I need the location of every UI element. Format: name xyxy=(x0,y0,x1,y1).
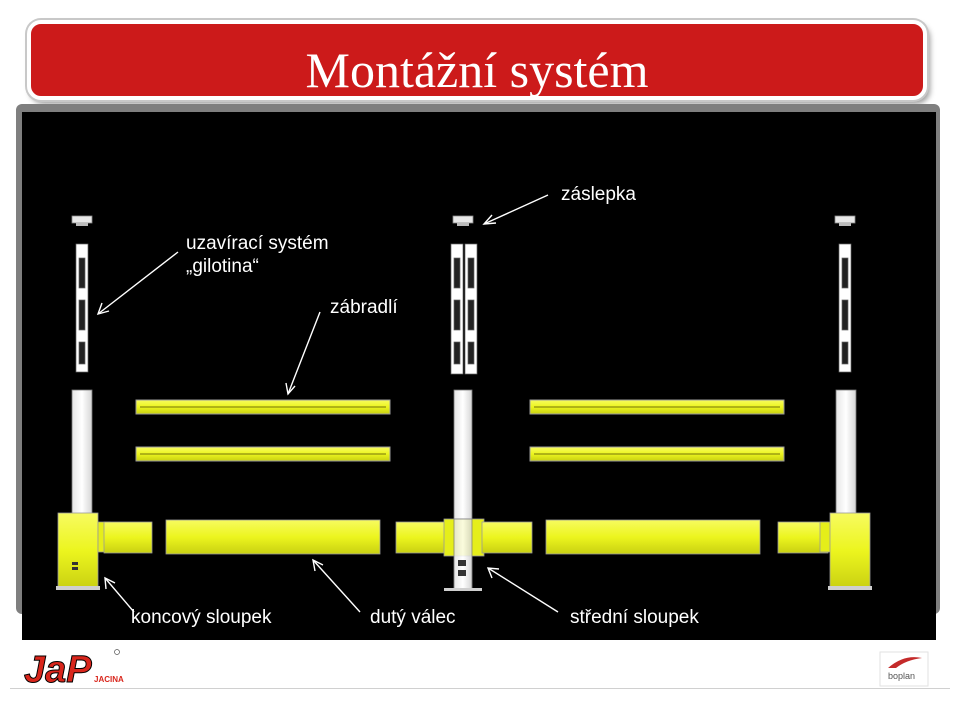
end-post-left-tube xyxy=(71,389,93,515)
handrail xyxy=(135,399,391,415)
cap-left xyxy=(71,215,93,226)
arrow-stredni xyxy=(487,567,559,613)
label-stredni-sloupek: střední sloupek xyxy=(570,607,699,628)
end-post-right xyxy=(819,512,872,590)
footer-divider xyxy=(10,688,950,689)
label-koncovy-sloupek: koncový sloupek xyxy=(131,607,272,628)
svg-text:JACINA: JACINA xyxy=(94,675,124,684)
label-gilotina-line1: uzavírací systém xyxy=(186,233,329,254)
guillotine-left xyxy=(75,243,89,373)
label-duty-valec: dutý válec xyxy=(370,607,456,628)
end-post-left xyxy=(56,512,111,590)
page-title: Montážní systém xyxy=(305,42,649,98)
arrow-zabradli xyxy=(287,311,321,395)
handrail xyxy=(529,399,785,415)
svg-text:JaP: JaP xyxy=(24,649,92,691)
pointer-arrows xyxy=(96,194,559,613)
guillotine-right xyxy=(838,243,852,373)
label-gilotina-line2: „gilotina“ xyxy=(186,256,259,277)
arrow-duty xyxy=(312,559,361,613)
jap-logo: JaP JACINA xyxy=(24,649,125,692)
cap-right xyxy=(834,215,856,226)
handrail xyxy=(135,446,391,462)
hollow-cylinder xyxy=(165,519,381,555)
arrow-gilotina xyxy=(97,251,179,315)
arrow-koncovy xyxy=(104,577,135,613)
middle-post xyxy=(395,518,533,591)
label-zabradli: zábradlí xyxy=(330,297,398,318)
svg-text:boplan: boplan xyxy=(888,671,915,681)
connector-sleeve xyxy=(103,521,153,554)
arrow-zaslepka xyxy=(483,194,549,225)
hollow-cylinder xyxy=(545,519,761,555)
cap-middle xyxy=(452,215,474,226)
title-banner: Montážní systém xyxy=(27,20,927,100)
guillotine-middle xyxy=(450,243,478,375)
handrail xyxy=(529,446,785,462)
end-post-right-tube xyxy=(835,389,857,515)
label-zaslepka: záslepka xyxy=(561,184,636,205)
boplan-logo: boplan xyxy=(879,651,929,687)
